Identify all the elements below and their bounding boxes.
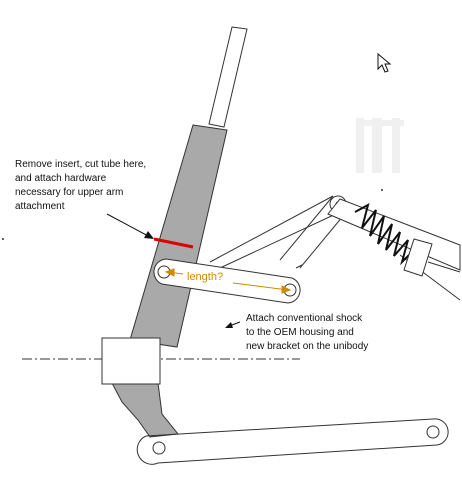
shock-note: Attach conventional shock to the OEM hou… <box>246 313 368 352</box>
cut-line <box>153 237 194 249</box>
strut-rod <box>208 26 248 128</box>
cut-note-line: necessary for upper arm <box>15 187 123 198</box>
strut-body <box>129 124 228 348</box>
lower-arm-bushing-left <box>152 441 166 455</box>
hub-box <box>101 337 161 385</box>
cut-note-line: and attach hardware <box>15 173 107 184</box>
knuckle <box>111 382 179 438</box>
length-label: length? <box>187 271 223 283</box>
length-dimension <box>164 268 292 294</box>
cut-note-line: attachment <box>15 201 65 212</box>
stray-dot <box>381 189 383 191</box>
shock-leader-arrow <box>225 321 241 328</box>
cut-note-line: Remove insert, cut tube here, <box>15 159 146 170</box>
cut-note: Remove insert, cut tube here, and attach… <box>15 159 149 212</box>
lower-arm-bushing-right <box>426 425 440 439</box>
shock-note-line: new bracket on the unibody <box>246 341 368 352</box>
mouse-pointer-icon <box>377 52 392 73</box>
bell-crank <box>209 195 349 269</box>
shock-note-line: to the OEM housing and <box>246 327 354 338</box>
coil-spring <box>354 203 417 266</box>
lower-arm <box>136 418 449 465</box>
shock-note-line: Attach conventional shock <box>246 313 363 324</box>
background-artifact <box>356 118 404 173</box>
coilover-shock <box>327 198 461 301</box>
cut-leader-arrow <box>106 213 154 239</box>
stray-dot <box>2 238 4 240</box>
